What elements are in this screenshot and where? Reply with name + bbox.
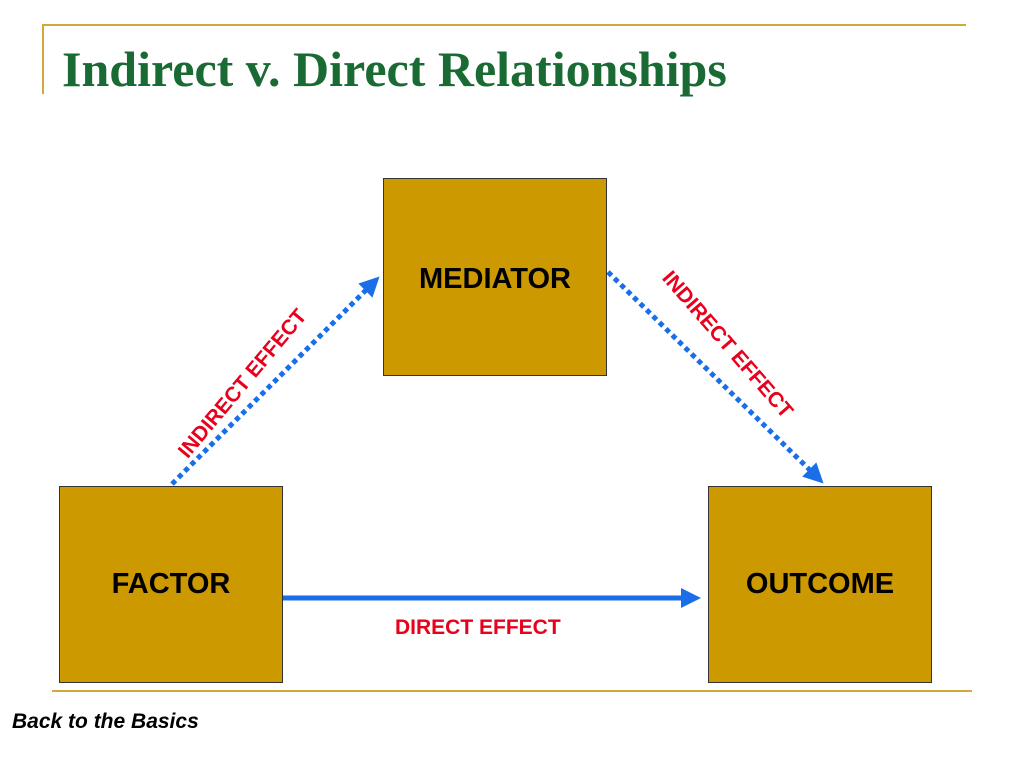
slide-title: Indirect v. Direct Relationships bbox=[62, 41, 727, 97]
outcome-label: OUTCOME bbox=[745, 568, 895, 600]
outcome-box: OUTCOME bbox=[708, 486, 932, 683]
top-rule bbox=[42, 24, 966, 26]
mediator-box: MEDIATOR bbox=[383, 178, 607, 376]
factor-label: FACTOR bbox=[111, 568, 231, 600]
mediator-label: MEDIATOR bbox=[419, 263, 571, 295]
footer-rule bbox=[52, 690, 972, 692]
footer-text: Back to the Basics bbox=[12, 710, 199, 733]
left-rule bbox=[42, 24, 44, 94]
direct-effect-label: DIRECT EFFECT bbox=[395, 616, 561, 639]
indirect-arrow-factor-to-mediator bbox=[170, 276, 380, 486]
factor-box: FACTOR bbox=[59, 486, 283, 683]
indirect-arrow-mediator-to-outcome bbox=[606, 270, 824, 484]
